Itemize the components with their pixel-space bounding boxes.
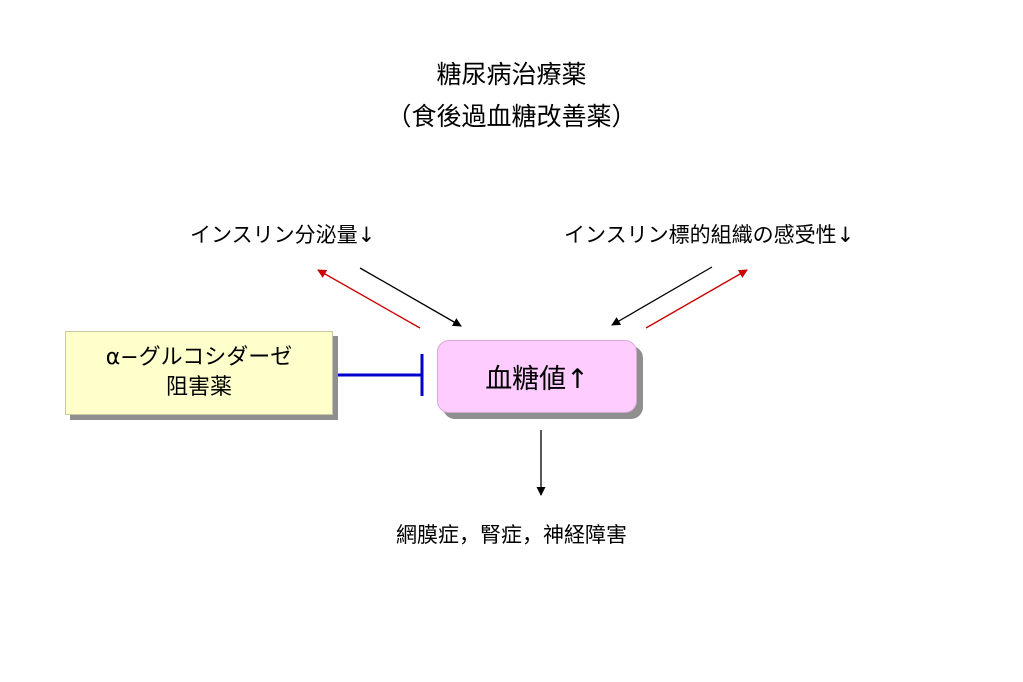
blood-glucose-label: 血糖値↑ [485, 364, 589, 395]
blood-glucose-box: 血糖値↑ [437, 340, 637, 413]
diagram-subtitle: （食後過血糖改善薬） [386, 102, 637, 131]
insulin-sensitivity-label: インスリン標的組織の感受性↓ [564, 223, 855, 247]
glucose-to-secretion-arrow [317, 269, 421, 329]
glucose-to-sensitivity-arrow [645, 269, 748, 329]
diagram-title: 糖尿病治療薬 [436, 60, 587, 89]
insulin-secretion-label: インスリン分泌量↓ [190, 223, 376, 247]
complications-label: 網膜症，腎症，神経障害 [396, 523, 627, 547]
alpha-glucosidase-inhibitor-box: α−グルコシダーゼ 阻害薬 [65, 331, 333, 415]
drug-name-line2: 阻害薬 [165, 375, 232, 400]
sensitivity-to-glucose-arrow [611, 266, 713, 326]
secretion-to-glucose-arrow [359, 267, 462, 327]
drug-name-line1: α−グルコシダーゼ [105, 345, 293, 370]
